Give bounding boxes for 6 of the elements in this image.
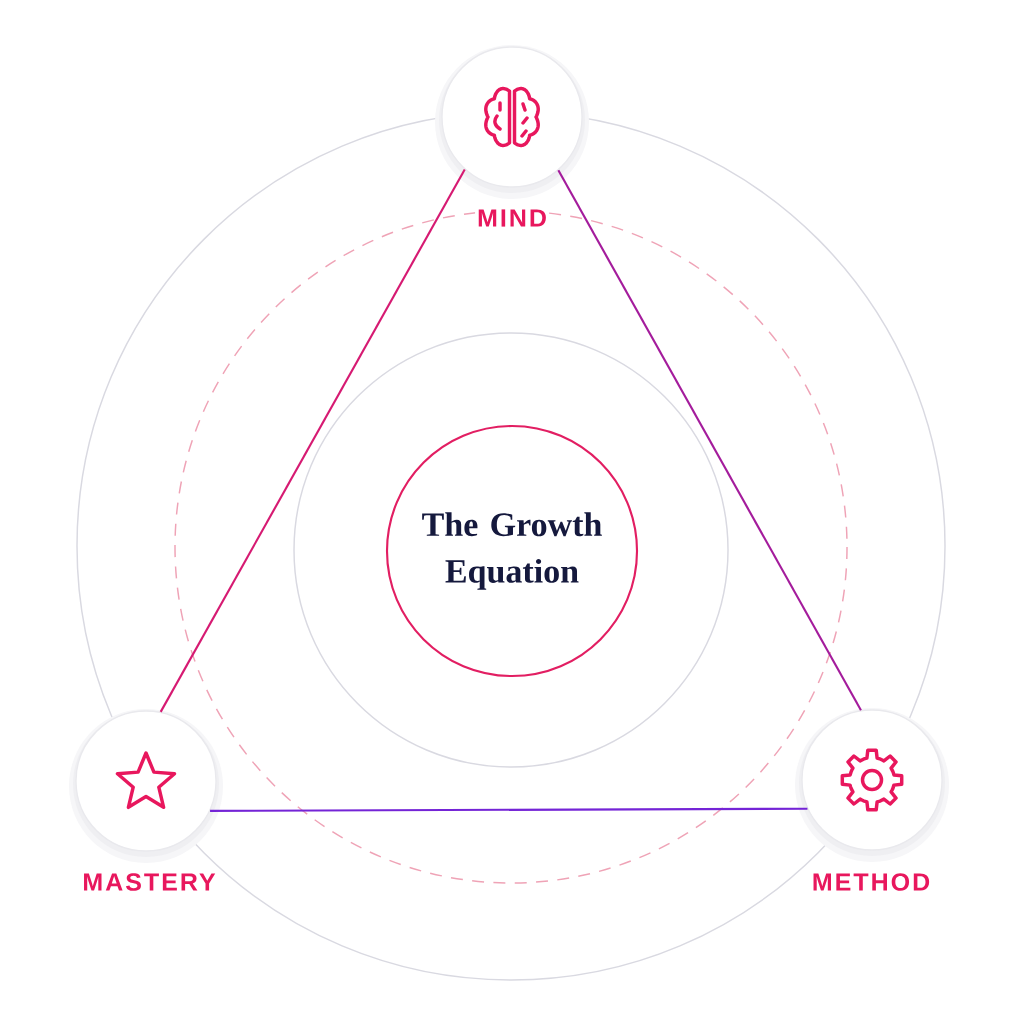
node-label: MASTERY — [80, 871, 218, 893]
node-label: MIND — [475, 207, 549, 229]
node-label: METHOD — [809, 871, 933, 893]
connector-line — [159, 169, 466, 713]
connector-line — [557, 169, 862, 711]
connector-line — [210, 807, 808, 812]
